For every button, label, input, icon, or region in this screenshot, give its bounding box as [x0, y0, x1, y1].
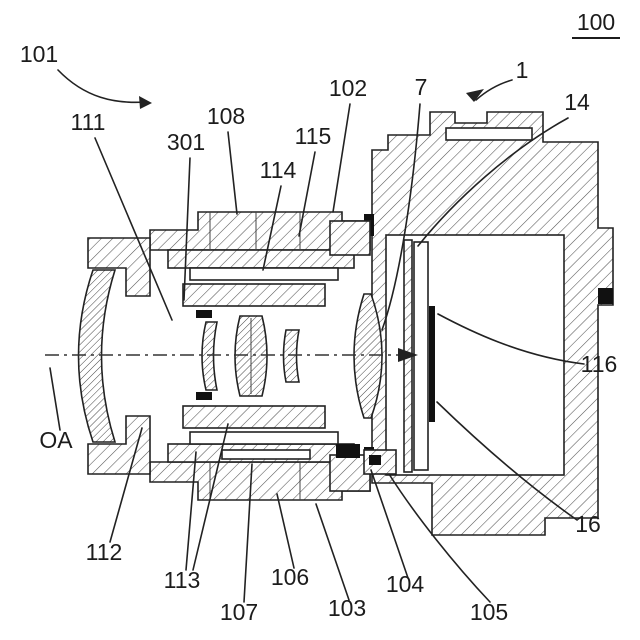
label-115: 115 [295, 123, 332, 149]
bottom-inner-rail [221, 449, 311, 460]
body-side-notch [598, 288, 613, 304]
axis-arrowhead-icon [398, 348, 418, 362]
barrel-bottom-rail [189, 431, 339, 445]
lead-301 [183, 157, 191, 301]
mount-bracket-top [329, 220, 371, 256]
camera-body [364, 111, 614, 536]
front-lens-element [77, 269, 117, 443]
lead-111 [94, 137, 173, 321]
image-sensor [429, 306, 435, 422]
front-flange-bottom [87, 415, 151, 475]
lead-108 [227, 131, 238, 215]
front-flange-top [87, 237, 151, 297]
lead-113a [185, 451, 197, 571]
label-102: 102 [329, 75, 367, 101]
lead-113b [192, 423, 229, 571]
lead-101 [57, 69, 147, 104]
label-301: 301 [167, 129, 205, 155]
label-14: 14 [564, 89, 590, 115]
pentaprism-detail [445, 127, 533, 141]
label-105: 105 [470, 599, 508, 625]
lead-104 [370, 469, 409, 579]
rear-lens-group [353, 293, 383, 419]
label-7: 7 [415, 74, 428, 100]
label-oa: OA [39, 427, 73, 453]
lead-14 [417, 117, 569, 247]
label-16: 16 [575, 511, 601, 537]
label-116: 116 [581, 351, 618, 377]
lead-16 [436, 401, 578, 521]
label-112: 112 [86, 539, 123, 565]
label-107: 107 [220, 599, 258, 625]
lens-elements [77, 269, 300, 443]
lead-107 [243, 463, 253, 603]
label-103: 103 [328, 595, 366, 621]
rear-lens-element [353, 293, 383, 419]
labels: 100 101 111 301 108 115 114 102 7 1 14 1… [20, 9, 620, 625]
barrel-top-cam [182, 283, 326, 307]
lead-115 [298, 151, 316, 237]
lead-114 [262, 185, 282, 271]
label-113: 113 [164, 567, 201, 593]
label-104: 104 [386, 571, 425, 597]
label-108: 108 [207, 103, 245, 129]
rear-component-core [369, 455, 381, 465]
arrowhead-101-icon [139, 96, 152, 109]
label-100: 100 [577, 9, 615, 35]
barrel-component-top [196, 310, 212, 318]
lead-lines [49, 69, 585, 603]
lead-106 [276, 493, 295, 569]
lead-oa [49, 367, 61, 431]
barrel-bottom-cam [182, 405, 326, 429]
lead-1 [475, 79, 513, 101]
label-1: 1 [516, 57, 529, 83]
label-101: 101 [20, 41, 58, 67]
lead-105 [388, 473, 491, 603]
lead-102 [332, 103, 351, 213]
lead-7 [381, 103, 421, 331]
middle-lens-element-1 [201, 321, 218, 391]
label-114: 114 [260, 157, 297, 183]
arrowhead-1-icon [466, 89, 484, 102]
optical-axis [45, 348, 418, 362]
lens-barrel [87, 211, 397, 501]
sensor-board [413, 241, 429, 471]
label-106: 106 [271, 564, 309, 590]
barrel-top-rail [189, 267, 339, 281]
lead-112 [109, 427, 143, 543]
lead-103 [315, 503, 350, 601]
barrel-component-bottom [196, 392, 212, 400]
middle-lens-element-2 [282, 329, 300, 383]
rear-component-small [336, 444, 360, 458]
barrel-top-second [167, 249, 355, 269]
label-111: 111 [71, 109, 106, 135]
lead-116 [437, 313, 585, 365]
